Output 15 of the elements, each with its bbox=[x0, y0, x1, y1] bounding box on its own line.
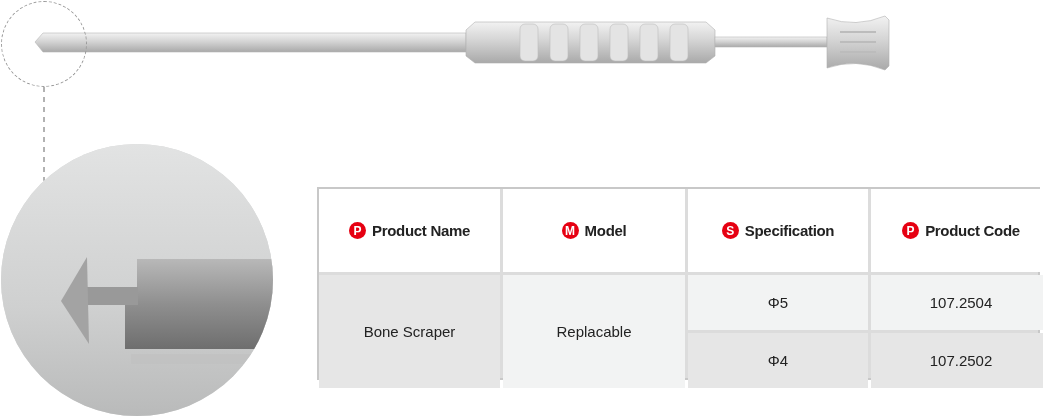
letter-badge: P bbox=[348, 222, 366, 239]
dashed-connector bbox=[43, 86, 45, 182]
header-text: Model bbox=[584, 222, 627, 239]
table-cell: Φ5 bbox=[688, 275, 868, 330]
table-cell: Bone Scraper bbox=[319, 275, 500, 388]
table-cell: 107.2504 bbox=[871, 275, 1043, 330]
table-cell: Replacable bbox=[503, 275, 685, 388]
header-text: Specification bbox=[744, 222, 835, 239]
header-text: Product Name bbox=[371, 222, 471, 239]
header-text: Product Code bbox=[925, 222, 1020, 239]
table-cell: Φ4 bbox=[688, 333, 868, 388]
letter-badge: P bbox=[902, 222, 920, 239]
letter-badge: S bbox=[721, 222, 739, 239]
table-cell: 107.2502 bbox=[871, 333, 1043, 388]
letter-badge: M bbox=[561, 222, 579, 239]
